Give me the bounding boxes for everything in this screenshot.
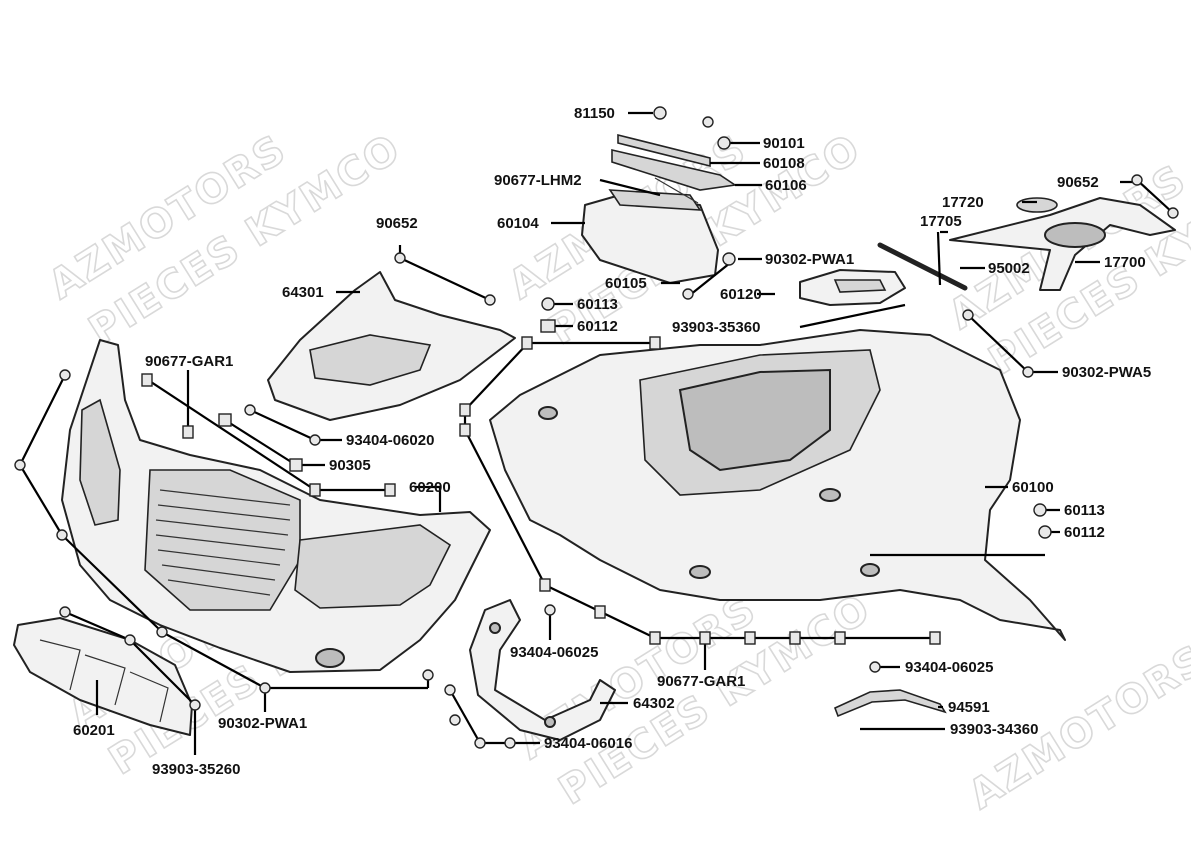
front-bumper-part xyxy=(61,339,491,673)
strap-part xyxy=(833,689,947,718)
label-60104: 60104 xyxy=(497,215,539,232)
label-90302-pwa1-bottom: 90302-PWA1 xyxy=(218,715,307,732)
small-cover-part xyxy=(799,269,906,306)
label-17700: 17700 xyxy=(1104,254,1146,271)
label-17720: 17720 xyxy=(942,194,984,211)
label-90677-gar1-left: 90677-GAR1 xyxy=(145,353,233,370)
label-64301: 64301 xyxy=(282,284,324,301)
label-90302-pwa5: 90302-PWA5 xyxy=(1062,364,1151,381)
label-60120: 60120 xyxy=(720,286,762,303)
main-body-part xyxy=(489,329,1066,641)
label-93404-06016: 93404-06016 xyxy=(544,735,632,752)
label-60200: 60200 xyxy=(409,479,451,496)
front-top-cover-part xyxy=(267,271,516,421)
label-90652-right: 90652 xyxy=(1057,174,1099,191)
label-60108: 60108 xyxy=(763,155,805,172)
label-64302: 64302 xyxy=(633,695,675,712)
label-93404-06020: 93404-06020 xyxy=(346,432,434,449)
label-60201: 60201 xyxy=(73,722,115,739)
label-95002: 95002 xyxy=(988,260,1030,277)
label-93903-34360: 93903-34360 xyxy=(950,721,1038,738)
label-60113-top: 60113 xyxy=(577,296,618,313)
label-90305: 90305 xyxy=(329,457,371,474)
label-90101: 90101 xyxy=(763,135,805,152)
label-90677-gar1-bottom: 90677-GAR1 xyxy=(657,673,745,690)
label-93404-06025-mid: 93404-06025 xyxy=(510,644,598,661)
fastener-markers xyxy=(14,106,1179,749)
upper-bracket-parts xyxy=(611,133,738,204)
label-94591: 94591 xyxy=(948,699,990,716)
visor-part xyxy=(581,189,719,284)
label-90652-left: 90652 xyxy=(376,215,418,232)
label-17705: 17705 xyxy=(920,213,962,230)
label-90677-lhm2: 90677-LHM2 xyxy=(494,172,582,189)
label-60106: 60106 xyxy=(765,177,807,194)
label-90302-pwa1-top: 90302-PWA1 xyxy=(765,251,854,268)
label-93903-35260: 93903-35260 xyxy=(152,761,240,778)
label-93903-35360: 93903-35360 xyxy=(672,319,760,336)
side-bracket-part xyxy=(469,599,616,741)
right-panel-part xyxy=(949,197,1176,291)
label-60112-right: 60112 xyxy=(1064,524,1105,541)
label-60113-right: 60113 xyxy=(1064,502,1105,519)
part-labels: 81150 90101 60108 90677-LHM2 60106 60104… xyxy=(73,105,1151,778)
label-60105: 60105 xyxy=(605,275,647,292)
rod-part xyxy=(877,242,968,291)
skid-plate-part xyxy=(13,617,193,736)
label-60100: 60100 xyxy=(1012,479,1054,496)
label-93404-06025-right: 93404-06025 xyxy=(905,659,993,676)
label-60112-top: 60112 xyxy=(577,318,618,335)
label-81150: 81150 xyxy=(574,105,615,122)
